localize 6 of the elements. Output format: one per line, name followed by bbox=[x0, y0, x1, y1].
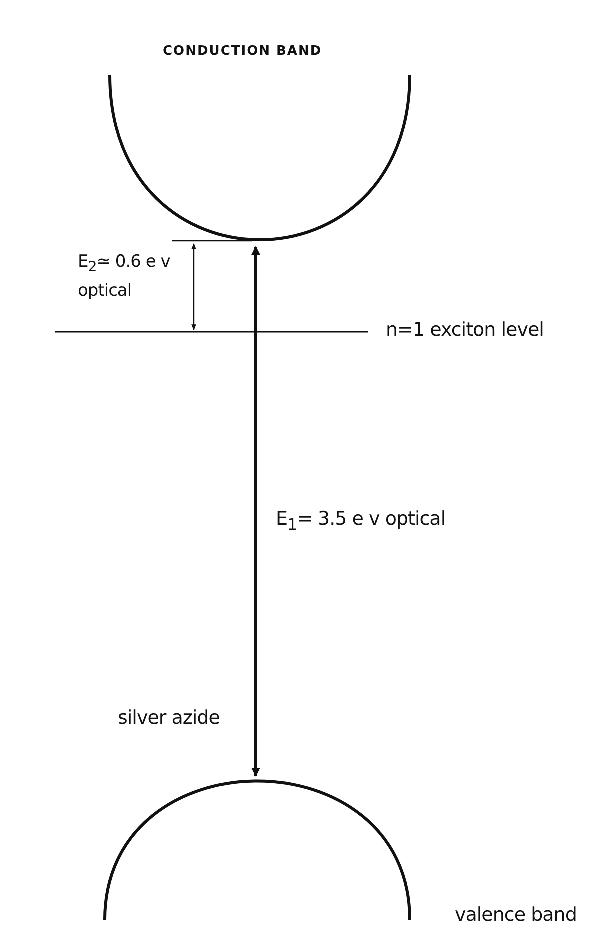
band-label: CONDUCTION BAND bbox=[163, 43, 322, 61]
energy-label: E$_{2}$≃ 0.6 e v optical bbox=[78, 251, 172, 304]
material-label: silver azide bbox=[118, 706, 220, 730]
level-label: n=1 exciton level bbox=[386, 318, 544, 342]
energy-label: E$_{1}$= 3.5 e v optical bbox=[276, 507, 446, 536]
band-label: valence band bbox=[455, 903, 577, 927]
